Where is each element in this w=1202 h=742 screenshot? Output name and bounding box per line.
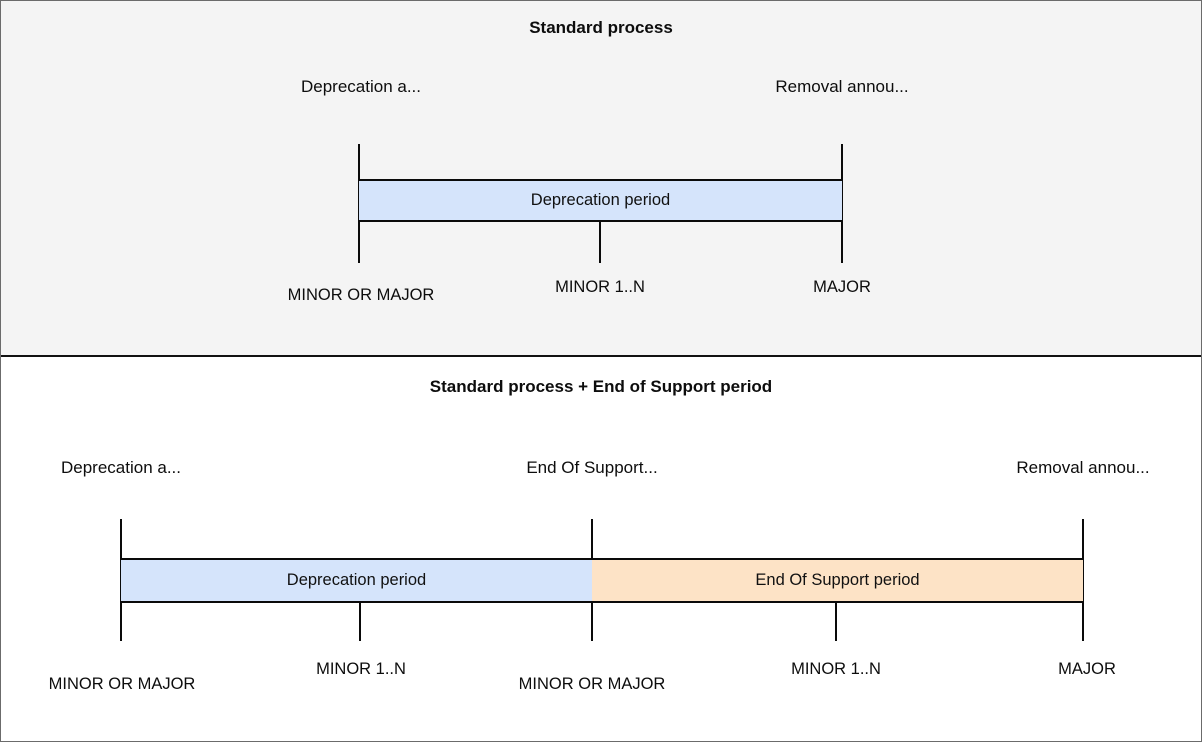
timeline-tick-line-end-bottom <box>1082 519 1084 641</box>
tick-label-minor-or-major-top: MINOR OR MAJOR <box>287 286 435 304</box>
event-label-end-of-support-bottom: End Of Support... <box>526 458 658 477</box>
timeline-tick-line-minor2-bottom <box>835 602 837 641</box>
event-label-deprecation-announced-bottom: Deprecation a... <box>60 458 182 477</box>
panel-title-standard-process: Standard process <box>529 18 673 37</box>
timeline-tick-line-minor1-bottom <box>359 602 361 641</box>
period-bar-deprecation-top: Deprecation period <box>359 179 842 222</box>
period-bar-label-deprecation-bottom: Deprecation period <box>286 571 427 589</box>
period-bar-label-end-of-support-bottom: End Of Support period <box>755 571 920 589</box>
period-bar-label-deprecation-top: Deprecation period <box>530 191 671 209</box>
period-bar-deprecation-bottom: Deprecation period <box>121 558 592 603</box>
tick-label-minor-1n-2-bottom: MINOR 1..N <box>791 660 881 678</box>
panel-standard-process: Standard process Deprecation a... Remova… <box>1 1 1201 357</box>
panel-standard-process-plus-eos: Standard process + End of Support period… <box>1 357 1201 741</box>
panel-title-standard-process-plus-eos: Standard process + End of Support period <box>429 377 773 396</box>
tick-label-minor-1n-top: MINOR 1..N <box>555 278 645 296</box>
timeline-tick-line-end-top <box>841 144 843 263</box>
tick-label-minor-1n-1-bottom: MINOR 1..N <box>316 660 406 678</box>
event-label-removal-announced-bottom: Removal annou... <box>1016 458 1150 477</box>
period-bar-end-of-support-bottom: End Of Support period <box>592 558 1083 603</box>
timeline-tick-line-mid-top <box>599 222 601 263</box>
tick-label-minor-or-major-1-bottom: MINOR OR MAJOR <box>48 675 196 693</box>
tick-label-major-top: MAJOR <box>813 278 871 296</box>
tick-label-minor-or-major-2-bottom: MINOR OR MAJOR <box>518 675 666 693</box>
event-label-removal-announced-top: Removal annou... <box>775 77 909 96</box>
tick-label-major-bottom: MAJOR <box>1058 660 1116 678</box>
event-label-deprecation-announced-top: Deprecation a... <box>300 77 422 96</box>
